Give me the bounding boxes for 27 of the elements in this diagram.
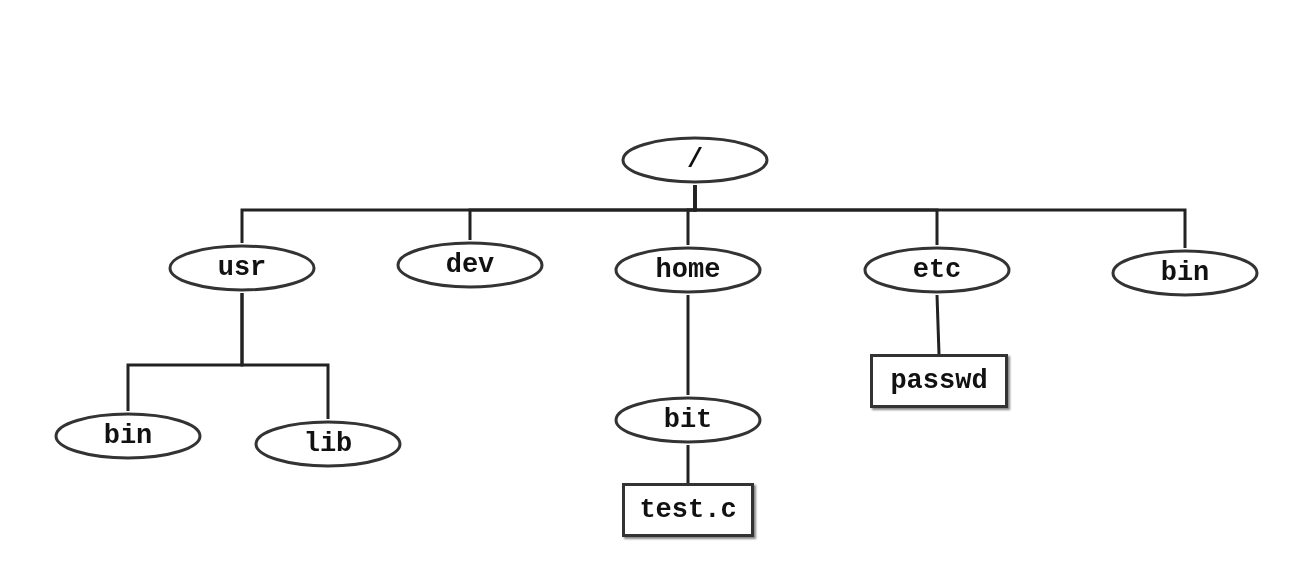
- directory-ellipse: [1110, 248, 1260, 298]
- directory-name: bit: [663, 405, 713, 435]
- directory-name: usr: [217, 253, 267, 283]
- directory-name: /: [686, 145, 704, 175]
- directory-ellipse: [613, 245, 763, 295]
- directory-ellipse: [613, 395, 763, 445]
- directory-name: home: [655, 255, 721, 285]
- directory-ellipse: [620, 135, 770, 185]
- connector-line: [693, 185, 1187, 248]
- file-box: [870, 354, 1008, 408]
- directory-name: bin: [103, 421, 153, 451]
- directory-name: bin: [1160, 258, 1210, 288]
- connector-line: [240, 293, 330, 419]
- connector-line: [686, 295, 690, 395]
- directory-ellipse: [253, 419, 403, 469]
- directory-ellipse: [53, 411, 203, 461]
- file-name: passwd: [890, 366, 988, 396]
- directory-name: lib: [303, 429, 353, 459]
- directory-name: dev: [445, 250, 495, 280]
- directory-ellipse: [862, 245, 1012, 295]
- file-box: [622, 483, 754, 537]
- file-name: test.c: [639, 495, 737, 525]
- connector-line: [686, 445, 690, 483]
- directory-name: etc: [912, 255, 962, 285]
- directory-ellipse: [167, 243, 317, 293]
- connector-line: [935, 294, 941, 355]
- directory-ellipse: [395, 240, 545, 290]
